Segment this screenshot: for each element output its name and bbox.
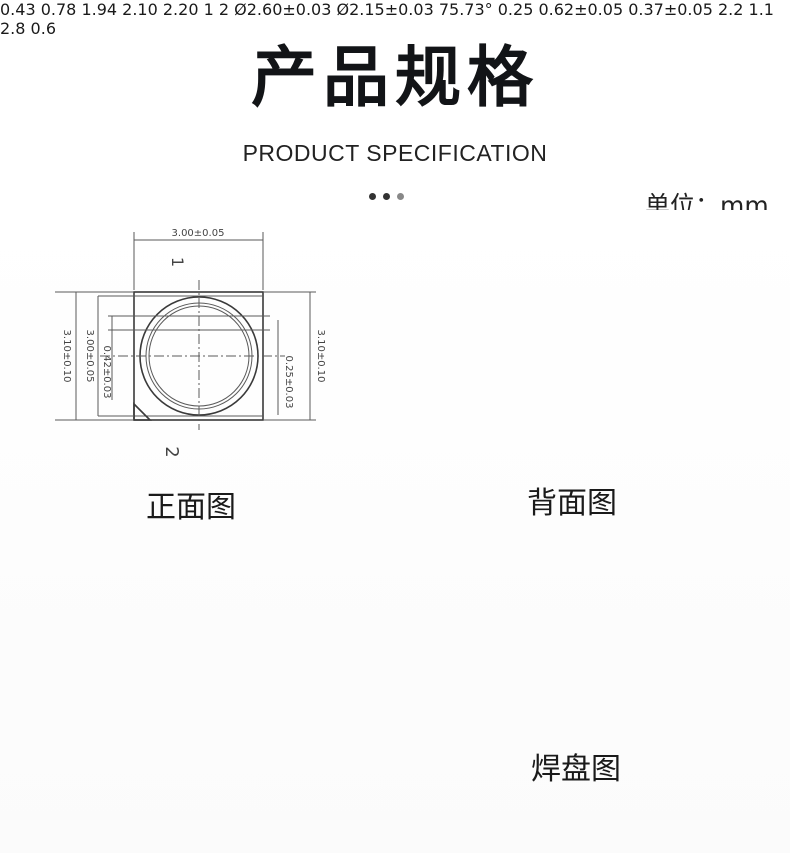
side-angle-label: 75.73° [438, 0, 493, 19]
side-h037-label: 0.37±0.05 [628, 0, 713, 19]
side-view-drawing: Ø2.60±0.03 Ø2.15±0.03 75.73° 0.25 0.62±0… [234, 0, 718, 19]
pad-h28-label: 2.8 [0, 19, 26, 38]
front-pin2-label: 2 [161, 446, 182, 457]
dot-3 [397, 193, 404, 200]
solder-pad-drawing: 2.2 1.1 2.8 0.6 [0, 0, 774, 38]
pad-g06-label: 0.6 [30, 19, 56, 38]
front-width-label: 3.00±0.05 [172, 228, 225, 239]
side-dia-inner-label: Ø2.15±0.03 [336, 0, 434, 19]
dot-2 [383, 193, 390, 200]
front-height-label: 3.10±0.10 [315, 330, 326, 383]
front-left-outer-label: 3.10±0.10 [61, 330, 72, 383]
solder-pad-caption: 焊盘图 [531, 752, 621, 787]
pagination-dots [369, 193, 409, 203]
front-view-caption: 正面图 [146, 490, 236, 525]
dot-1 [369, 193, 376, 200]
back-d194-label: 1.94 [81, 0, 118, 19]
back-pin1-label: 1 [203, 0, 214, 19]
front-center-label: 0.42±0.03 [101, 346, 112, 399]
back-view-caption: 背面图 [527, 486, 617, 521]
front-right-label: 0.25±0.03 [283, 356, 294, 409]
side-dia-outer-label: Ø2.60±0.03 [234, 0, 332, 19]
front-left-inner-label: 3.00±0.05 [84, 330, 95, 383]
back-d220-label: 2.20 [162, 0, 199, 19]
page-title: 产品规格 [251, 39, 539, 116]
back-view-drawing: 0.43 0.78 1.94 2.10 2.20 1 2 [0, 0, 234, 19]
back-pin2-label: 2 [218, 0, 230, 19]
back-d078-label: 0.78 [40, 0, 77, 19]
pad-w11-label: 1.1 [748, 0, 774, 19]
front-pin1-label: 1 [168, 257, 187, 267]
page-subtitle: PRODUCT SPECIFICATION [242, 140, 548, 166]
pad-w22-label: 2.2 [717, 0, 744, 19]
side-h025-label: 0.25 [497, 0, 534, 19]
side-h062-label: 0.62±0.05 [538, 0, 624, 19]
back-d210-label: 2.10 [122, 0, 158, 19]
back-d043-label: 0.43 [0, 0, 36, 19]
drawing-panel [0, 210, 790, 853]
front-view-drawing: 3.00±0.05 3.10±0.10 3.00±0.05 0.42±0.03 … [55, 228, 326, 458]
